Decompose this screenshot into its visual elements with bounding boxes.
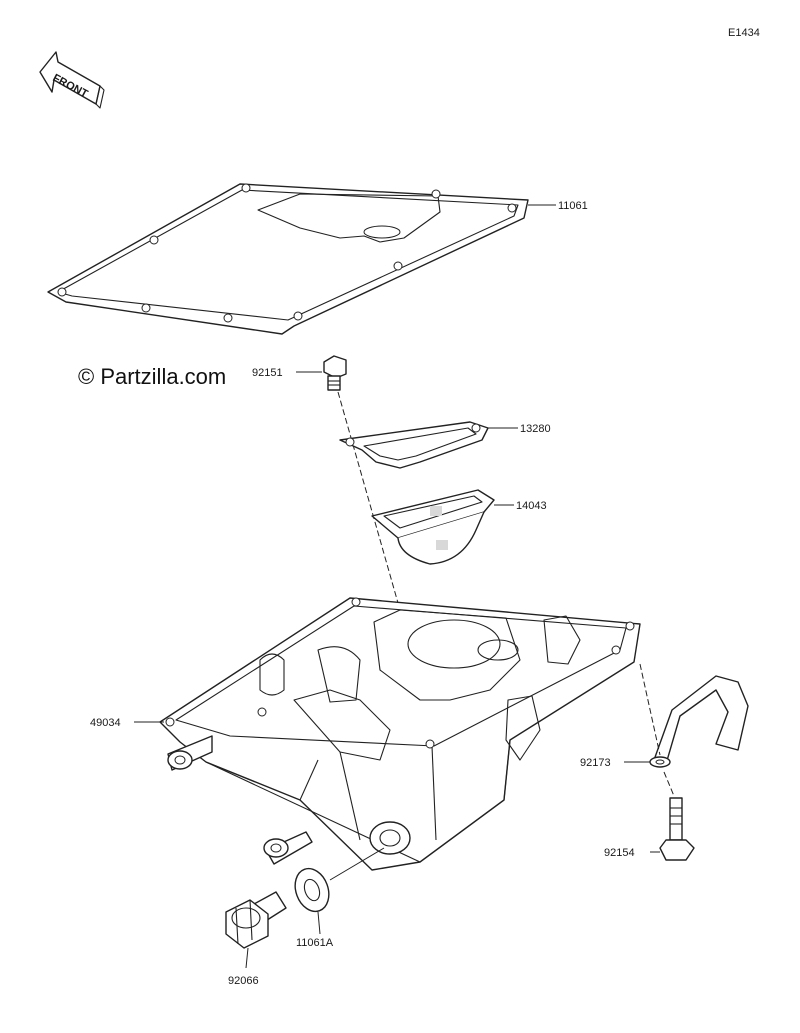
part-label-92066[interactable]: 92066 [228, 975, 259, 987]
pipe-clamp-bracket [649, 675, 749, 768]
watermark: © Partzilla.com [78, 364, 226, 389]
part-label-11061A[interactable]: 11061A [296, 937, 334, 949]
drain-washer [294, 867, 330, 913]
part-label-14043[interactable]: 14043 [516, 500, 547, 512]
drain-plug [225, 891, 287, 949]
front-arrow-icon: FRONT [39, 51, 105, 109]
oil-pan-gasket [47, 183, 529, 335]
part-label-92151[interactable]: 92151 [252, 367, 283, 379]
part-label-13280[interactable]: 13280 [520, 423, 551, 435]
strainer-gasket [339, 421, 489, 469]
part-label-92173[interactable]: 92173 [580, 757, 611, 769]
oil-strainer [371, 489, 495, 565]
bracket-bolt [659, 797, 695, 861]
oil-pan [159, 597, 641, 871]
part-label-49034[interactable]: 49034 [90, 717, 121, 729]
diagram-code: E1434 [728, 27, 760, 39]
part-label-92154[interactable]: 92154 [604, 847, 635, 859]
part-label-11061[interactable]: 11061 [558, 200, 588, 212]
strainer-bolt [323, 355, 347, 391]
